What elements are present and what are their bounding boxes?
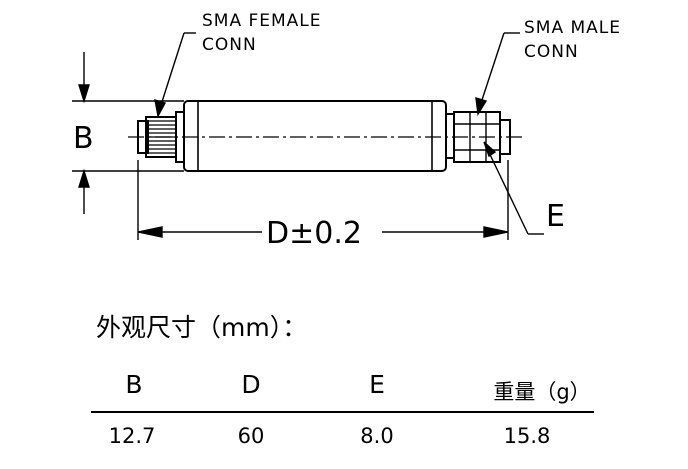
male-label-line1: SMA MALE: [524, 18, 621, 38]
male-leader: [475, 32, 520, 117]
svg-text:SMA FEMALE: SMA FEMALE: [202, 11, 322, 31]
dimension-d-label: D±0.2: [266, 216, 362, 251]
svg-text:SMA MALE: SMA MALE: [524, 18, 621, 38]
spec-table-rule: [91, 411, 594, 413]
dimension-e-label: E: [546, 199, 565, 234]
dimension-b-label: B: [73, 121, 94, 156]
spec-title: 外观尺寸（mm）：: [96, 313, 308, 342]
dimension-e-leader: [483, 141, 544, 235]
attenuator-body: [183, 100, 447, 172]
spec-header-weight: 重量（g）: [493, 380, 591, 404]
female-label-line2: CONN: [202, 35, 257, 55]
male-label-line2: CONN: [524, 42, 579, 62]
attenuator-outline-drawing: SMA FEMALE CONN SMA MALE CONN B D±0.2 E: [72, 11, 621, 251]
svg-text:E: E: [546, 199, 565, 234]
svg-text:D±0.2: D±0.2: [266, 216, 362, 251]
spec-value-d: 60: [237, 424, 265, 448]
dimension-b: [72, 52, 184, 214]
male-flange: [445, 113, 455, 159]
spec-header-d: D: [241, 370, 261, 399]
female-leader: [154, 32, 196, 119]
spec-header-e: E: [369, 370, 385, 399]
spec-value-b: 12.7: [108, 424, 156, 448]
spec-value-e: 8.0: [360, 424, 394, 448]
svg-text:CONN: CONN: [524, 42, 579, 62]
spec-header-b: B: [125, 370, 143, 399]
svg-text:B: B: [73, 121, 94, 156]
female-label-line1: SMA FEMALE: [202, 11, 322, 31]
svg-text:CONN: CONN: [202, 35, 257, 55]
dimension-d: [137, 160, 509, 240]
spec-value-weight: 15.8: [503, 424, 551, 448]
female-knurled-nut: [145, 116, 177, 158]
